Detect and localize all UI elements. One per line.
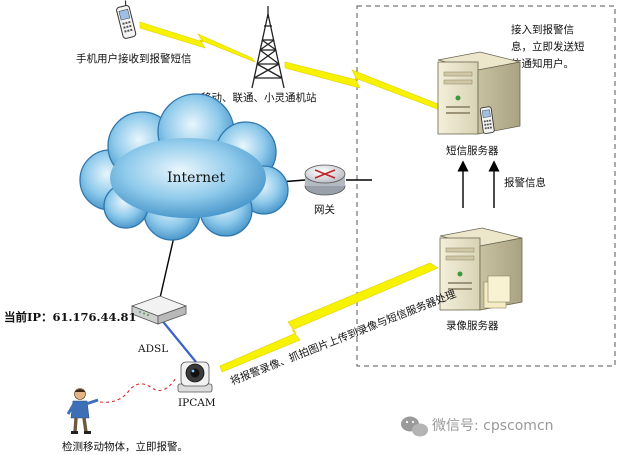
motion-detection-path (99, 377, 177, 403)
internet-label: Internet (167, 170, 225, 186)
wechat-icon (401, 416, 428, 437)
wireless-link-camera-servers (219, 262, 439, 373)
detect-note-label: 检测移动物体，立即报警。 (62, 440, 188, 453)
mobile-phone-icon (116, 0, 137, 39)
adsl-to-camera-cable (159, 317, 197, 363)
current-ip-label: 当前IP：61.176.44.81 (4, 310, 137, 324)
tower-label: 移动、联通、小灵通机站 (201, 91, 317, 104)
sms-note-line3: 信通知用户。 (511, 57, 574, 70)
wireless-link-phone-tower (139, 21, 256, 63)
sms-server-icon (437, 51, 521, 135)
sms-phone-icon (479, 106, 495, 134)
internet-cloud-icon (79, 93, 289, 241)
router-icon (304, 164, 346, 196)
recording-server-label: 录像服务器 (446, 319, 499, 332)
adsl-modem-icon (130, 295, 188, 325)
server-area-boundary (356, 5, 616, 367)
watermark-label: 微信号: cpscomcn (432, 418, 554, 434)
cell-tower-icon (251, 6, 285, 89)
sms-server-label: 短信服务器 (446, 144, 499, 157)
sms-note-line1: 接入到报警信 (511, 23, 574, 36)
person-icon (66, 388, 99, 434)
alarm-info-label: 报警信息 (504, 176, 546, 189)
ipcam-label: IPCAM (178, 397, 216, 409)
ip-camera-icon (177, 361, 213, 393)
gateway-label: 网关 (314, 203, 335, 216)
sms-note-line2: 息，立即发送短 (511, 40, 585, 53)
phone-user-label: 手机用户接收到报警短信 (76, 52, 192, 65)
adsl-label: ADSL (137, 343, 168, 355)
recording-server-icon (439, 227, 523, 311)
